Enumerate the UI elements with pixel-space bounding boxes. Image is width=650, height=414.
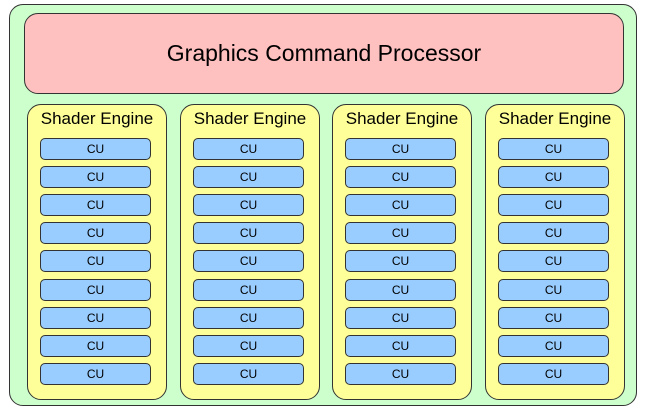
compute-unit: CU bbox=[345, 194, 456, 216]
compute-unit: CU bbox=[40, 307, 151, 329]
compute-unit: CU bbox=[345, 166, 456, 188]
compute-unit: CU bbox=[193, 279, 304, 301]
compute-unit: CU bbox=[193, 363, 304, 385]
compute-unit: CU bbox=[40, 166, 151, 188]
compute-unit: CU bbox=[193, 250, 304, 272]
shader-engine-label: Shader Engine bbox=[498, 109, 612, 128]
compute-unit: CU bbox=[40, 363, 151, 385]
graphics-command-processor-label: Graphics Command Processor bbox=[166, 40, 482, 66]
compute-unit: CU bbox=[498, 279, 609, 301]
compute-unit: CU bbox=[193, 222, 304, 244]
compute-unit: CU bbox=[193, 138, 304, 160]
compute-unit: CU bbox=[193, 166, 304, 188]
compute-unit: CU bbox=[498, 250, 609, 272]
compute-unit: CU bbox=[498, 363, 609, 385]
compute-unit: CU bbox=[498, 138, 609, 160]
compute-unit: CU bbox=[498, 307, 609, 329]
shader-engine-label: Shader Engine bbox=[193, 109, 307, 128]
compute-unit: CU bbox=[345, 250, 456, 272]
compute-unit: CU bbox=[345, 222, 456, 244]
compute-unit: CU bbox=[345, 138, 456, 160]
shader-engine-label: Shader Engine bbox=[40, 109, 154, 128]
compute-unit: CU bbox=[40, 138, 151, 160]
compute-unit: CU bbox=[345, 335, 456, 357]
compute-unit: CU bbox=[193, 335, 304, 357]
graphics-command-processor: Graphics Command Processor bbox=[24, 13, 624, 94]
compute-unit: CU bbox=[498, 335, 609, 357]
compute-unit: CU bbox=[498, 194, 609, 216]
compute-unit: CU bbox=[40, 279, 151, 301]
compute-unit: CU bbox=[40, 222, 151, 244]
compute-unit: CU bbox=[40, 250, 151, 272]
compute-unit: CU bbox=[193, 194, 304, 216]
compute-unit: CU bbox=[193, 307, 304, 329]
compute-unit: CU bbox=[345, 279, 456, 301]
compute-unit: CU bbox=[498, 222, 609, 244]
compute-unit: CU bbox=[40, 194, 151, 216]
compute-unit: CU bbox=[345, 307, 456, 329]
compute-unit: CU bbox=[40, 335, 151, 357]
shader-engine-label: Shader Engine bbox=[345, 109, 459, 128]
compute-unit: CU bbox=[345, 363, 456, 385]
compute-unit: CU bbox=[498, 166, 609, 188]
